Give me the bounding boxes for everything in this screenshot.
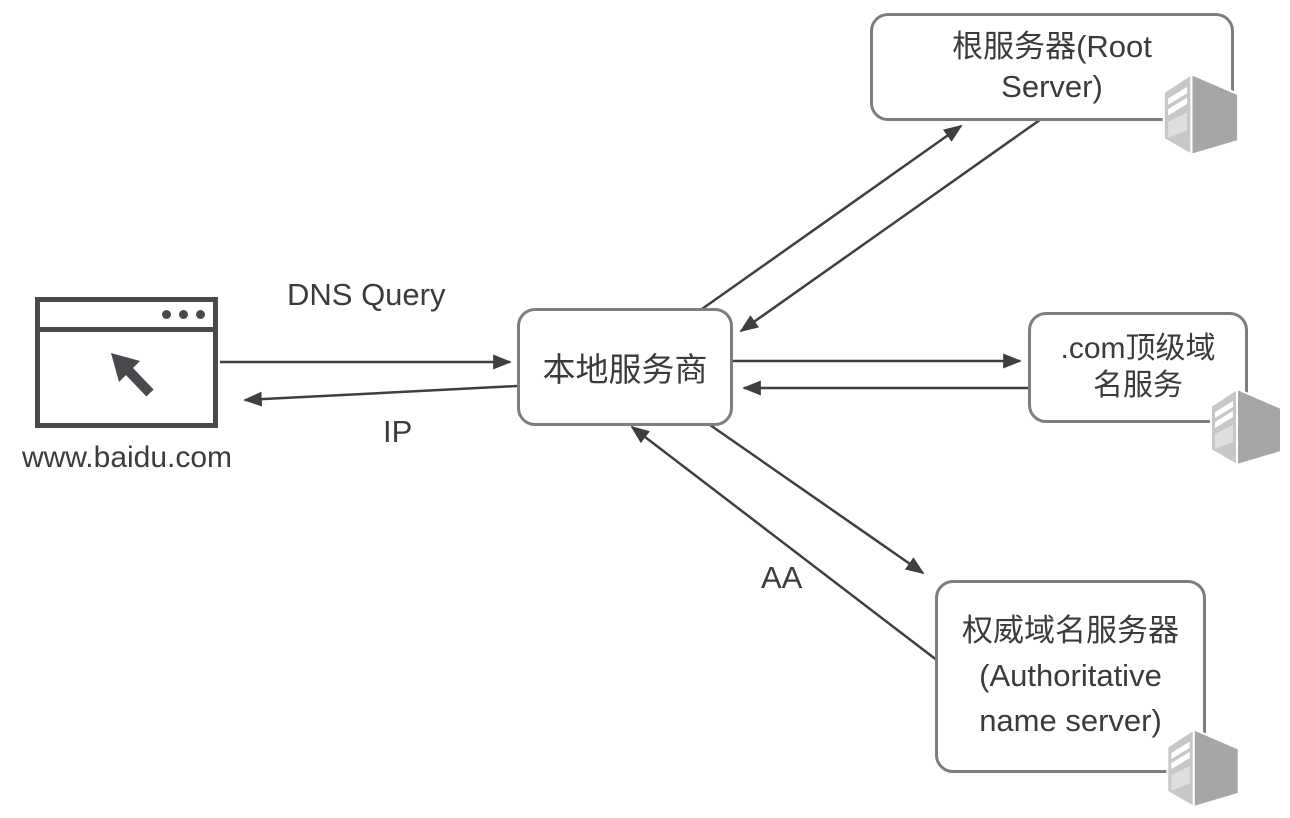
node-label-line1: 根服务器(Root [952, 29, 1152, 65]
node-label-line2: Server) [1001, 69, 1103, 104]
edge-root-referral-arrow [739, 115, 1045, 333]
node-label-line2: (Authoritative [979, 658, 1162, 694]
node-label-line2: 名服务 [1093, 368, 1183, 402]
edge-query-to-auth-arrow [699, 416, 925, 575]
client-label: www.baidu.com [21, 441, 233, 474]
dot-icon [162, 310, 171, 319]
server-tower-icon [1162, 73, 1240, 156]
server-tower-icon [1210, 388, 1282, 466]
dot-icon [196, 310, 205, 319]
dot-icon [179, 310, 188, 319]
node-label-line1: .com顶级域 [1060, 331, 1216, 365]
node-local-dns-provider: 本地服务商 [517, 308, 733, 426]
cursor-arrow-icon [111, 353, 154, 397]
browser-titlebar [40, 302, 213, 332]
browser-window-icon [35, 297, 218, 428]
node-label-line3: name server) [979, 702, 1162, 738]
edge-query-to-root-arrow [701, 124, 963, 311]
authoritative-answer-label: AA [761, 560, 803, 595]
server-tower-icon [1166, 728, 1240, 808]
ip-answer-label: IP [383, 414, 413, 449]
node-label-line1: 权威域名服务器 [962, 613, 1179, 649]
dns-query-label: DNS Query [287, 277, 446, 312]
node-tld-server: .com顶级域 名服务 [1028, 312, 1248, 423]
edge-auth-answer-arrow [630, 425, 939, 662]
edge-ip-answer-arrow [243, 384, 518, 407]
node-authoritative-server: 权威域名服务器 (Authoritative name server) [935, 580, 1206, 773]
node-label: 本地服务商 [542, 351, 708, 388]
browser-dots-icon [162, 310, 205, 319]
